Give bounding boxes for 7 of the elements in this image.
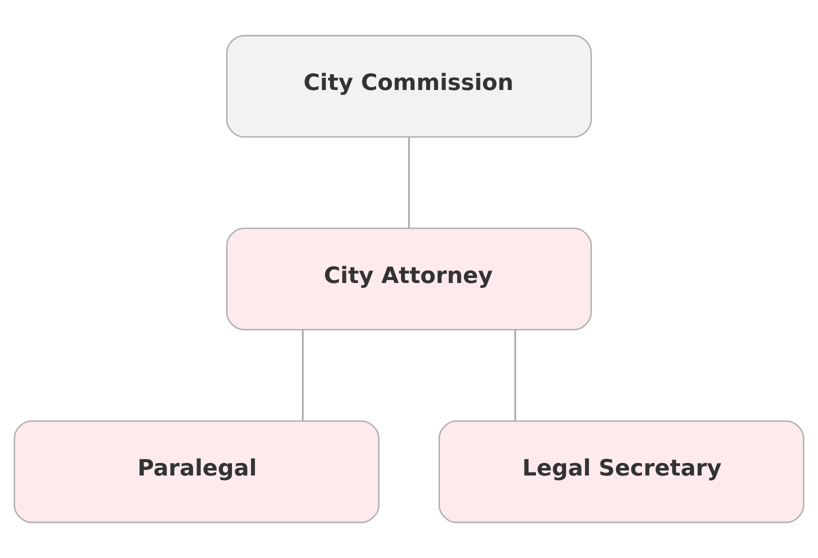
node-box: City Attorney: [226, 228, 592, 330]
node-box: City Commission: [226, 34, 592, 138]
connector: [514, 330, 516, 422]
node-box: Legal Secretary: [438, 420, 804, 524]
connector: [408, 137, 410, 228]
connector: [302, 330, 304, 422]
node-box: Paralegal: [14, 420, 380, 524]
